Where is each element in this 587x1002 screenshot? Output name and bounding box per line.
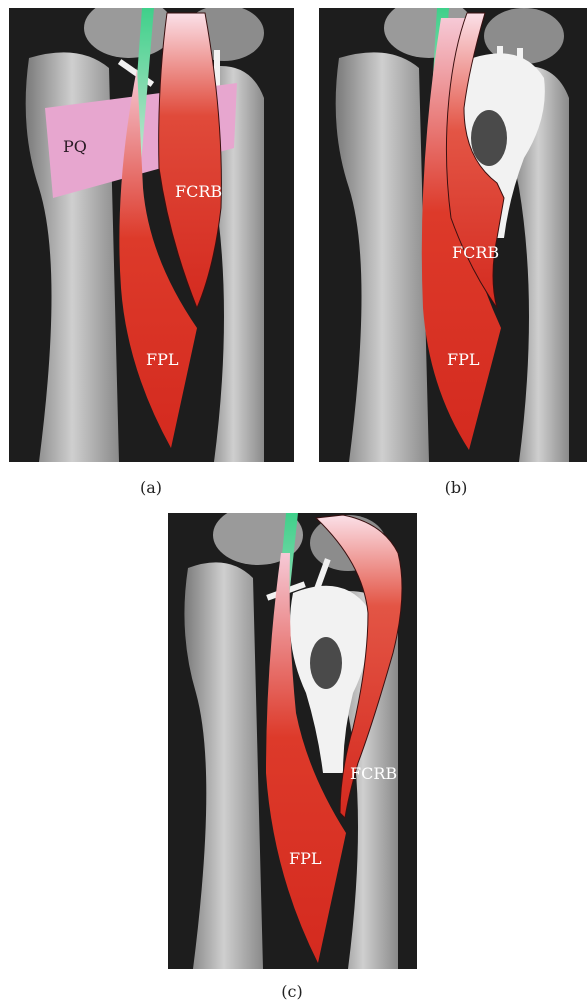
panel-c-xray: FCRB FPL [168, 513, 417, 969]
screw [517, 48, 523, 80]
pq-label: PQ [63, 137, 87, 156]
screw [497, 46, 503, 80]
panel-c-caption: (c) [272, 982, 312, 1001]
panel-b-caption: (b) [436, 478, 476, 497]
fpl-label: FPL [289, 849, 322, 868]
panel-b-xray: FCRB FPL [319, 8, 587, 462]
panel-a-caption: (a) [131, 478, 171, 497]
plate-hole [310, 637, 342, 689]
panel-a-xray: PQ FCRB FPL [9, 8, 294, 462]
fpl-label: FPL [146, 350, 179, 369]
fcrb-label: FCRB [350, 764, 397, 783]
fcrb-label: FCRB [175, 182, 222, 201]
panel-b-diagram: FCRB FPL [319, 8, 587, 462]
panel-a-diagram: PQ FCRB FPL [9, 8, 294, 462]
fcrb-label: FCRB [452, 243, 499, 262]
fpl-label: FPL [447, 350, 480, 369]
panel-c-diagram: FCRB FPL [168, 513, 417, 969]
plate-hole [471, 110, 507, 166]
